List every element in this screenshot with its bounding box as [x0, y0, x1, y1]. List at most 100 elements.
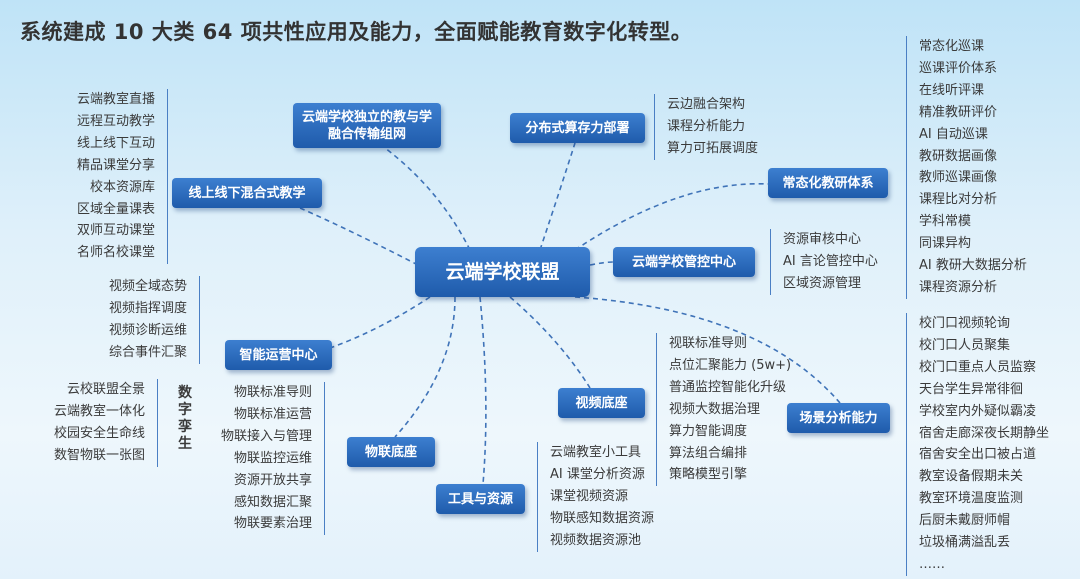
- video-items: 视联标准导则点位汇聚能力 (5w+) 普通监控智能化升级视频大数据治理算力智能调度…: [656, 333, 792, 487]
- list-item: 学科常模: [919, 214, 972, 230]
- list-item: ……: [919, 556, 945, 572]
- list-item: 点位汇聚能力 (5w+): [669, 357, 792, 373]
- link-iot: [394, 296, 456, 438]
- node-scene[interactable]: 场景分析能力: [787, 403, 890, 433]
- link-tools: [479, 296, 487, 485]
- list-item: 教室环境温度监测: [919, 491, 1024, 507]
- list-item: 课程比对分析: [919, 192, 998, 208]
- list-item: 物联标准导则: [233, 385, 312, 400]
- digital-twin-char: 生: [178, 436, 192, 452]
- node-tools[interactable]: 工具与资源: [436, 484, 525, 514]
- list-item: 感知数据汇聚: [233, 494, 312, 510]
- list-item: 物联标准运营: [233, 406, 312, 422]
- link-network: [384, 147, 471, 251]
- link-scene: [574, 296, 841, 404]
- node-compute[interactable]: 分布式算存力部署: [510, 113, 645, 143]
- ops-items: 视频全域态势视频指挥调度视频诊断运维综合事件汇聚: [109, 276, 200, 364]
- list-item: 在线听评课: [919, 82, 985, 98]
- link-ops: [329, 296, 431, 349]
- list-item: 资源审核中心: [783, 232, 862, 247]
- list-item: 视频数据资源池: [550, 532, 642, 548]
- list-item: AI 自动巡课: [919, 126, 988, 142]
- list-item: 视联标准导则: [669, 336, 748, 351]
- list-item: 学校室内外疑似霸凌: [919, 403, 1037, 419]
- control-items: 资源审核中心 AI 言论管控中心区域资源管理: [770, 229, 878, 295]
- list-item: 区域全量课表: [76, 201, 155, 217]
- link-control: [589, 261, 614, 266]
- hybrid-items: 云端教室直播远程互动教学线上线下互动精品课堂分享校本资源库区域全量课表双师互动课…: [76, 89, 168, 265]
- list-item: 普通监控智能化升级: [669, 379, 787, 395]
- list-item: 云校联盟全景: [66, 382, 145, 397]
- iot-items: 物联标准导则物联标准运营物联接入与管理物联监控运维资源开放共享感知数据汇聚物联要…: [220, 382, 325, 536]
- list-item: 数智物联一张图: [53, 447, 145, 463]
- link-compute: [539, 142, 576, 251]
- compute-items: 云边融合架构课程分析能力算力可拓展调度: [654, 94, 758, 160]
- center-node[interactable]: 云端学校联盟: [415, 247, 590, 297]
- list-item: 课程资源分析: [919, 279, 998, 295]
- digital-twin-char: 孪: [178, 419, 192, 435]
- list-item: 视频大数据治理: [669, 401, 761, 417]
- list-item: 校门口人员聚集: [919, 337, 1011, 353]
- list-item: 垃圾桶满溢乱丢: [919, 535, 1011, 551]
- list-item: 线上线下互动: [76, 135, 155, 151]
- list-item: 教师巡课画像: [919, 170, 998, 186]
- list-item: 算法组合编排: [669, 445, 748, 461]
- list-item: 校本资源库: [89, 179, 155, 195]
- list-item: 物联监控运维: [233, 450, 312, 466]
- list-item: 视频指挥调度: [108, 300, 187, 316]
- list-item: 物联接入与管理: [220, 428, 312, 444]
- list-item: 资源开放共享: [233, 472, 312, 488]
- digital-twin-label: 数字孪生: [176, 385, 194, 453]
- list-item: 同课异构: [919, 236, 972, 252]
- list-item: 校门口视频轮询: [919, 316, 1011, 331]
- node-ops[interactable]: 智能运营中心: [225, 340, 332, 370]
- link-video: [509, 296, 591, 389]
- node-hybrid[interactable]: 线上线下混合式教学: [172, 178, 322, 208]
- list-item: 视频全域态势: [108, 279, 187, 294]
- list-item: 课堂视频资源: [550, 488, 629, 504]
- digital-twin-char: 字: [178, 402, 192, 418]
- digital-twin-char: 数: [178, 385, 192, 401]
- list-item: 云端教室直播: [76, 92, 155, 107]
- list-item: 校园安全生命线: [53, 425, 145, 441]
- list-item: 云端教室小工具: [550, 445, 642, 460]
- list-item: 策略模型引擎: [669, 467, 748, 483]
- node-network[interactable]: 云端学校独立的教与学融合传输组网: [293, 103, 441, 148]
- list-item: 精品课堂分享: [76, 157, 155, 173]
- list-item: AI 教研大数据分析: [919, 258, 1027, 274]
- list-item: 校门口重点人员监察: [919, 359, 1037, 375]
- list-item: 课程分析能力: [667, 118, 746, 134]
- list-item: 天台学生异常徘徊: [919, 381, 1024, 397]
- list-item: 教室设备假期未关: [919, 469, 1024, 485]
- list-item: 宿舍安全出口被占道: [919, 447, 1037, 463]
- list-item: AI 言论管控中心: [783, 253, 878, 269]
- twin-items: 云校联盟全景云端教室一体化校园安全生命线数智物联一张图: [54, 379, 158, 467]
- list-item: 区域资源管理: [783, 275, 862, 291]
- page-title: 系统建成 10 大类 64 项共性应用及能力，全面赋能教育数字化转型。: [20, 20, 693, 44]
- list-item: 常态化巡课: [919, 39, 985, 54]
- node-iot[interactable]: 物联底座: [347, 437, 435, 467]
- list-item: 名师名校课堂: [76, 245, 155, 261]
- tools-items: 云端教室小工具 AI 课堂分析资源课堂视频资源物联感知数据资源视频数据资源池: [537, 442, 654, 552]
- list-item: AI 课堂分析资源: [550, 466, 645, 482]
- list-item: 教研数据画像: [919, 148, 998, 164]
- node-control[interactable]: 云端学校管控中心: [613, 247, 755, 277]
- list-item: 物联感知数据资源: [550, 510, 655, 526]
- node-video[interactable]: 视频底座: [558, 388, 645, 418]
- list-item: 云端教室一体化: [53, 403, 145, 419]
- link-research: [574, 182, 769, 251]
- list-item: 算力智能调度: [669, 423, 748, 439]
- list-item: 综合事件汇聚: [108, 344, 187, 360]
- list-item: 云边融合架构: [667, 97, 746, 112]
- node-research[interactable]: 常态化教研体系: [768, 168, 888, 198]
- list-item: 精准教研评价: [919, 104, 998, 120]
- list-item: 算力可拓展调度: [667, 140, 759, 156]
- list-item: 宿舍走廊深夜长期静坐: [919, 425, 1050, 441]
- scene-items: 校门口视频轮询校门口人员聚集校门口重点人员监察天台学生异常徘徊学校室内外疑似霸凌…: [906, 313, 1049, 576]
- link-hybrid: [299, 207, 419, 266]
- list-item: 远程互动教学: [76, 113, 155, 129]
- list-item: 后厨未戴厨师帽: [919, 513, 1011, 529]
- list-item: 视频诊断运维: [108, 322, 187, 338]
